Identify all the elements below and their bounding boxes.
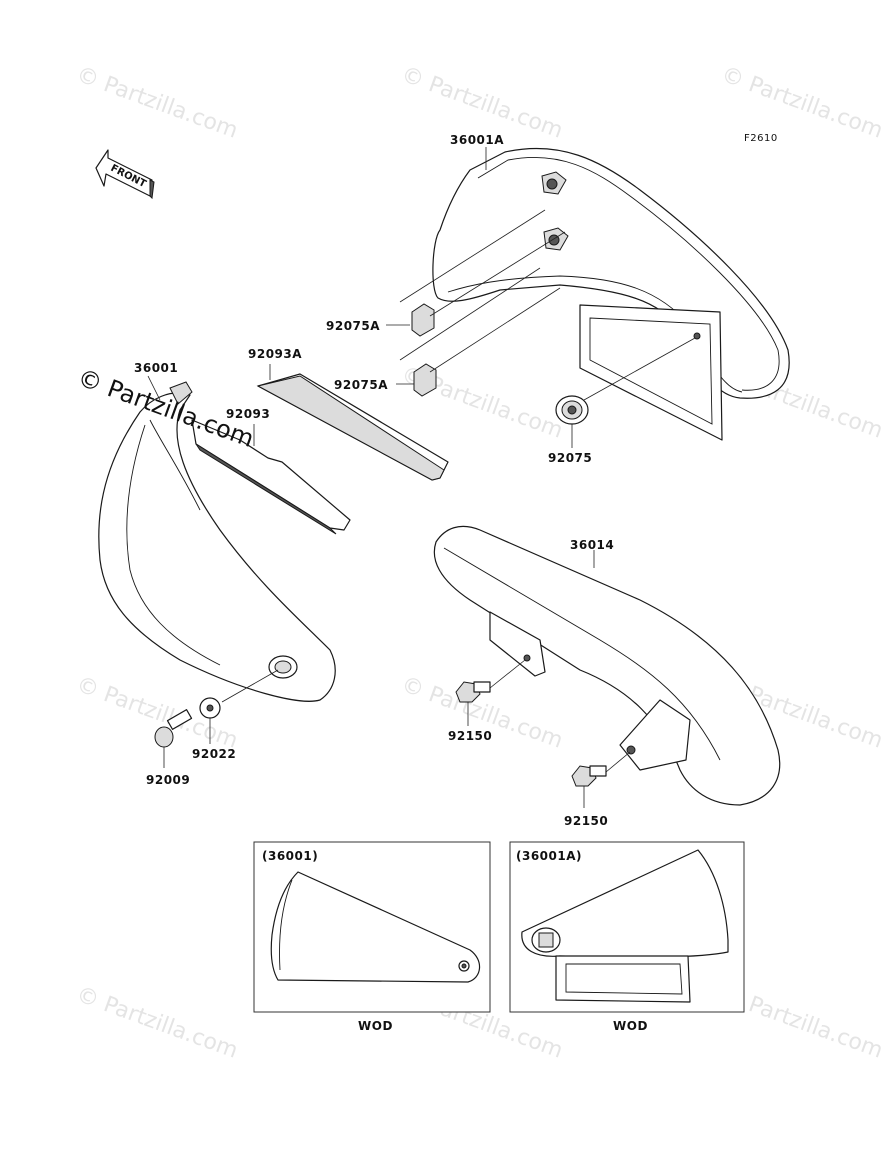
inset-title: (36001A) — [516, 849, 582, 863]
label-36001: 36001 — [134, 361, 178, 375]
label-92075: 92075 — [548, 451, 592, 465]
inset-caption: WOD — [358, 1019, 393, 1033]
inset-caption: WOD — [613, 1019, 648, 1033]
bolt-92150-lower — [571, 765, 607, 787]
washer-92022 — [199, 697, 221, 719]
bolt-92150-upper — [455, 681, 491, 703]
watermark: © Partzilla.com — [73, 62, 241, 144]
label-92075a-upper: 92075A — [326, 319, 380, 333]
watermark: © Partzilla.com — [398, 62, 566, 144]
side-cover-36001a — [432, 147, 790, 441]
label-92150-upper: 92150 — [448, 729, 492, 743]
label-92093a: 92093A — [248, 347, 302, 361]
side-cover-36001 — [98, 381, 336, 702]
label-36001a: 36001A — [450, 133, 504, 147]
label-92150-lower: 92150 — [564, 814, 608, 828]
label-92009: 92009 — [146, 773, 190, 787]
front-arrow-icon: FRONT — [95, 149, 155, 200]
inset-cover-drawing — [270, 871, 481, 983]
inset-title: (36001) — [262, 849, 318, 863]
grommet-92075 — [555, 395, 589, 425]
watermark: © Partzilla.com — [73, 982, 241, 1064]
inset-36001a: (36001A) WOD — [509, 841, 745, 1033]
clip-92075a-upper — [411, 303, 435, 337]
label-92022: 92022 — [192, 747, 236, 761]
strip-92093a — [256, 373, 449, 481]
diagram-reference: F2610 — [744, 133, 778, 144]
chain-guard-36014 — [433, 525, 781, 806]
label-36014: 36014 — [570, 538, 614, 552]
leader-lines — [147, 147, 696, 808]
watermark: © Partzilla.com — [718, 62, 886, 144]
inset-36001: (36001) WOD — [253, 841, 491, 1033]
strip-92093 — [191, 419, 351, 535]
label-92075a-lower: 92075A — [334, 378, 388, 392]
label-92093: 92093 — [226, 407, 270, 421]
